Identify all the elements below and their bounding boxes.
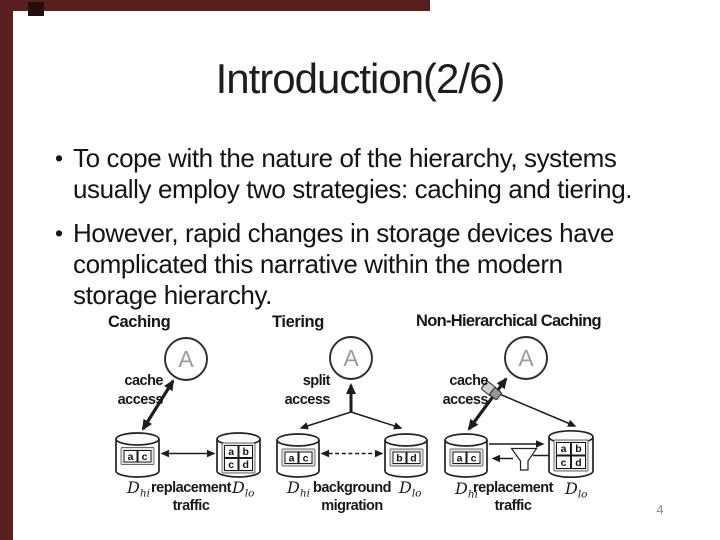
application-node-circle [329,336,373,380]
cache-access-arrow [141,379,175,431]
disk-cell: b [575,443,581,455]
disk-cell: c [561,457,567,469]
flow-label: replacement [473,480,554,496]
application-node-label: A [343,345,359,371]
bullet-text: To cope with the nature of the hierarchy… [73,143,633,205]
disk-cell: d [575,457,581,469]
access-label: split [303,373,331,389]
dhi-label: Dhi [454,479,478,501]
access-label: cache [449,373,488,389]
bullet-marker: • [55,145,64,171]
flow-label: traffic [495,498,532,514]
bullet-marker: • [55,220,64,246]
bullet-list: • To cope with the nature of the hierarc… [55,143,685,311]
disk-cell: b [396,453,402,465]
flow-label: background [313,480,391,496]
panel-title-non-hierarchical-caching: Non-Hierarchical Caching [416,312,601,330]
dhi-label: Dhi [286,478,310,500]
disk-cell: a [289,453,295,465]
slide-title: Introduction(2/6) [215,55,506,102]
dlo-cylinder: a b c d [216,432,261,478]
dhi-label: Dhi [126,478,150,500]
dlo-cylinder: b d [384,433,428,478]
disk-cell: c [142,451,148,463]
page-number: 4 [656,502,664,517]
disk-cell: a [128,451,134,463]
flow-label: migration [321,498,383,514]
disk-cell: c [303,453,309,465]
bullet-item: • However, rapid changes in storage devi… [55,218,685,311]
funnel-icon [510,447,538,471]
bullet-text: However, rapid changes in storage device… [73,218,614,311]
bullet-item: • To cope with the nature of the hierarc… [55,143,685,205]
flow-label: replacement [151,480,232,496]
bullet-line: complicated this narrative within the mo… [73,249,563,279]
panel-title-tiering: Tiering [272,313,324,331]
disk-cell: d [410,453,416,465]
disk-cell: a [561,443,567,455]
application-node-label: A [178,346,194,372]
split-arrow-right [350,411,403,430]
bullet-line: To cope with the nature of the hierarchy… [73,143,617,173]
dhi-cylinder: a c [276,433,320,478]
dhi-cylinder: a c [115,432,160,478]
disk-cell: d [242,459,248,471]
disk-cell: a [228,446,234,458]
dhi-cylinder: a c [444,433,488,478]
application-node-circle [504,336,548,380]
bypass-access-arrow [496,392,577,427]
application-node-circle [164,337,208,381]
accent-border-top [0,0,430,11]
accent-border-left [0,0,13,540]
access-label: access [285,392,331,408]
split-arrow-left [299,411,352,430]
access-label: cache [124,373,163,389]
accent-corner-square [28,2,44,16]
dlo-label: Dlo [564,479,588,501]
application-node-label: A [518,345,534,371]
bullet-line: storage hierarchy. [73,280,272,310]
access-label: access [118,392,164,408]
cache-access-arrow [467,377,508,431]
dlo-label: Dlo [231,478,255,500]
disk-cell: c [471,453,477,465]
panel-title-caching: Caching [108,313,170,331]
disk-cell: a [457,453,463,465]
dlo-cylinder: a b c d [548,429,594,479]
dlo-label: Dlo [398,478,422,500]
bullet-line: However, rapid changes in storage device… [73,218,614,248]
valve-icon [481,380,502,401]
bullet-line: usually employ two strategies: caching a… [73,174,633,204]
disk-cell: b [242,446,248,458]
flow-label: traffic [173,498,210,514]
disk-cell: c [228,459,234,471]
access-label: access [443,392,489,408]
